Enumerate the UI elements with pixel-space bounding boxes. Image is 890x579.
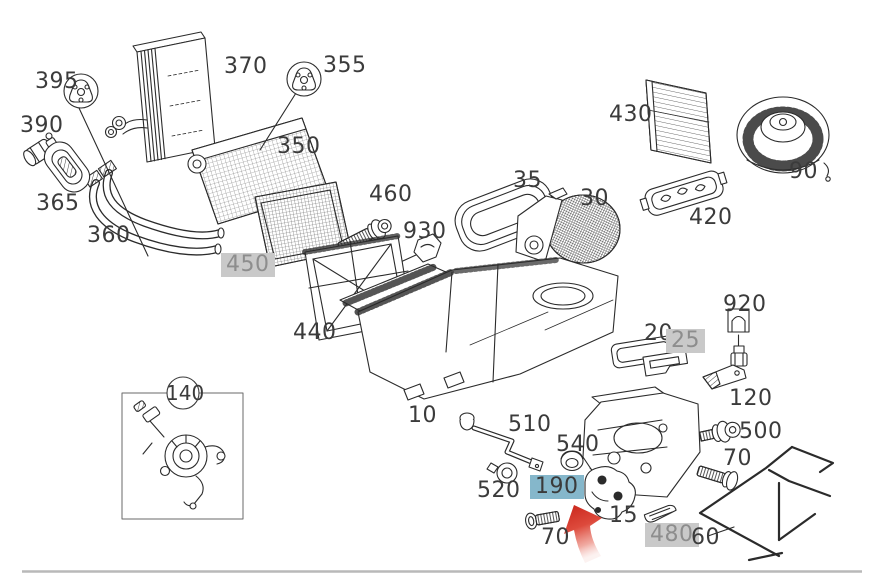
- part-label-190-selected[interactable]: 190: [530, 474, 584, 500]
- balloon-140: [166, 376, 200, 410]
- part-drawing-430: [645, 79, 712, 164]
- part-label-440[interactable]: 440: [293, 320, 337, 345]
- part-drawing-10: [339, 257, 619, 401]
- part-drawing-355: [259, 61, 322, 151]
- part-drawing-70-bottom: [525, 511, 560, 530]
- part-label-90[interactable]: 90: [789, 159, 818, 184]
- part-drawing-420: [639, 170, 728, 216]
- part-label-460[interactable]: 460: [369, 182, 413, 207]
- part-label-60[interactable]: 60: [691, 525, 720, 550]
- part-drawing-480: [643, 504, 677, 523]
- part-label-15[interactable]: 15: [609, 503, 638, 528]
- part-label-365[interactable]: 365: [36, 191, 80, 216]
- part-label-25[interactable]: 25: [666, 328, 705, 354]
- part-label-420[interactable]: 420: [689, 205, 733, 230]
- part-drawing-140: [121, 376, 244, 520]
- part-drawing-70-right: [696, 465, 739, 491]
- part-drawing-30: [515, 187, 621, 264]
- part-label-355[interactable]: 355: [323, 53, 367, 78]
- part-drawing-510: [459, 412, 544, 472]
- part-label-390[interactable]: 390: [20, 113, 64, 138]
- part-label-520[interactable]: 520: [477, 478, 521, 503]
- part-label-370[interactable]: 370: [224, 54, 268, 79]
- part-label-930[interactable]: 930: [403, 219, 447, 244]
- part-drawing-395: [63, 73, 149, 257]
- part-label-140[interactable]: 140: [166, 381, 205, 405]
- part-label-120[interactable]: 120: [729, 386, 773, 411]
- part-label-70-right[interactable]: 70: [723, 446, 752, 471]
- part-drawing-190: [584, 465, 636, 520]
- part-label-360[interactable]: 360: [87, 223, 131, 248]
- part-drawing-520: [486, 462, 518, 484]
- part-label-10[interactable]: 10: [408, 403, 437, 428]
- part-label-395[interactable]: 395: [35, 69, 79, 94]
- part-label-35[interactable]: 35: [513, 168, 542, 193]
- red-arrow-annotation: [564, 505, 602, 563]
- part-label-430[interactable]: 430: [609, 102, 653, 127]
- part-drawing-120: [702, 345, 748, 390]
- part-drawing-920: [727, 308, 750, 359]
- part-label-480[interactable]: 480: [645, 522, 699, 548]
- part-label-500[interactable]: 500: [739, 419, 783, 444]
- part-label-450[interactable]: 450: [221, 252, 275, 278]
- part-drawing-90: [736, 96, 831, 182]
- part-label-350[interactable]: 350: [277, 134, 321, 159]
- part-drawing-365: [43, 141, 91, 193]
- part-label-30[interactable]: 30: [580, 186, 609, 211]
- part-label-510[interactable]: 510: [508, 412, 552, 437]
- part-label-540[interactable]: 540: [556, 432, 600, 457]
- part-drawing-500: [698, 420, 741, 443]
- part-drawing-60: [698, 445, 835, 562]
- part-label-70-bottom[interactable]: 70: [541, 525, 570, 550]
- part-drawing-540: [560, 450, 584, 472]
- part-drawing-370: [104, 31, 216, 163]
- part-label-920[interactable]: 920: [723, 292, 767, 317]
